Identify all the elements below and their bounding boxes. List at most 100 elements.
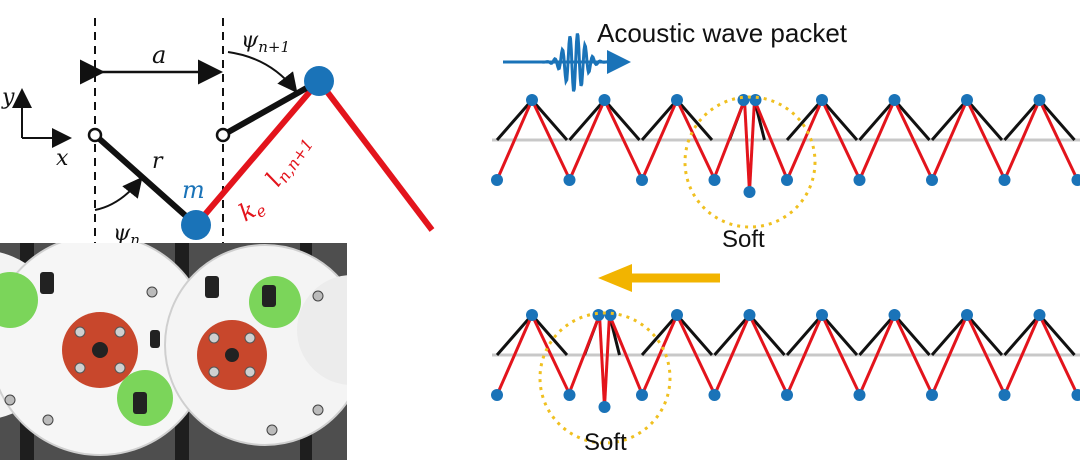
mass xyxy=(671,309,683,321)
rotor-arm xyxy=(675,314,714,356)
coupling-link xyxy=(530,314,572,396)
unit-cell-schematic: a y x r ψn ψn+1 m ke ln,n+1 xyxy=(1,18,435,249)
rotor-arm xyxy=(965,99,1004,141)
mass xyxy=(592,309,605,321)
mass xyxy=(563,389,576,401)
coupling-link xyxy=(748,99,756,193)
mass xyxy=(636,389,648,401)
coupling-link xyxy=(598,314,606,408)
mass xyxy=(526,309,538,321)
coupling-link xyxy=(495,99,534,181)
mass xyxy=(598,401,611,413)
mass-n1 xyxy=(304,66,334,96)
rotor-arm xyxy=(965,314,1004,356)
mass xyxy=(888,94,901,106)
mass xyxy=(926,389,938,401)
mass xyxy=(853,389,866,401)
wave-packet-icon xyxy=(503,33,631,92)
coupling-link xyxy=(675,314,717,396)
pivot-n xyxy=(87,127,103,143)
label-r: r xyxy=(152,149,164,174)
mass xyxy=(671,94,683,106)
coupling-link xyxy=(603,314,611,408)
coupling-link xyxy=(712,99,746,181)
label-psi-n1: ψn+1 xyxy=(241,28,290,56)
axis-icon xyxy=(11,88,72,148)
rotor-arm xyxy=(603,99,641,141)
coupling-link xyxy=(640,314,679,396)
coupling-link xyxy=(858,99,896,181)
mass xyxy=(926,174,938,186)
rotor-arm xyxy=(713,314,751,356)
label-a: a xyxy=(152,41,166,69)
mass xyxy=(491,174,503,186)
pivot-n1 xyxy=(215,127,231,143)
coupling-link xyxy=(1003,99,1041,181)
rotor-arm xyxy=(675,99,714,141)
coupling-link xyxy=(530,99,572,181)
coupling-link xyxy=(640,99,679,181)
coupling-link xyxy=(743,99,751,193)
rotor-arm xyxy=(495,99,534,141)
mass xyxy=(998,389,1011,401)
mass xyxy=(749,94,762,106)
mass xyxy=(743,309,756,321)
rotor-arm xyxy=(858,314,896,356)
rotor-arm xyxy=(1038,314,1076,356)
rotor-arm xyxy=(785,99,824,141)
coupling-link xyxy=(753,99,789,181)
axis-x-label: x xyxy=(56,146,69,171)
coupling-link xyxy=(1003,314,1041,396)
rotor-arm-n xyxy=(92,132,199,228)
wave-packet-label: Acoustic wave packet xyxy=(597,18,848,48)
mass xyxy=(743,186,756,198)
coupling-link xyxy=(193,79,322,227)
coupling-link xyxy=(893,99,934,181)
mass xyxy=(853,174,866,186)
green-pad-1 xyxy=(0,272,38,328)
label-m: m xyxy=(182,176,205,204)
coupling-link xyxy=(785,314,824,396)
coupling-link xyxy=(965,99,1007,181)
rotor-arm xyxy=(1003,314,1041,356)
mass xyxy=(737,94,750,106)
mass xyxy=(1033,94,1046,106)
mass xyxy=(816,94,828,106)
coupling-link xyxy=(858,314,896,396)
soft-label-top: Soft xyxy=(722,226,765,253)
soft-region-top xyxy=(683,95,817,229)
coupling-link xyxy=(567,314,601,396)
rotor-arm xyxy=(930,314,969,356)
rotor-arm xyxy=(530,99,569,141)
rotor-arm xyxy=(820,99,859,141)
direction-arrow-icon xyxy=(598,264,720,292)
mass-n xyxy=(181,210,211,240)
rotor-arm xyxy=(858,99,896,141)
coupling-link xyxy=(748,314,789,396)
coupling-link xyxy=(713,314,751,396)
mass xyxy=(781,174,793,186)
rotor-arm xyxy=(785,314,824,356)
coupling-link xyxy=(608,314,644,396)
coupling-link xyxy=(893,314,934,396)
coupling-link xyxy=(603,99,644,181)
chain-bottom xyxy=(491,309,1080,413)
mass xyxy=(598,94,611,106)
coupling-link xyxy=(675,99,717,181)
rotor-arm xyxy=(640,314,679,356)
rotor-arm xyxy=(1003,99,1041,141)
angle-arc-n xyxy=(94,176,143,211)
prototype-photo xyxy=(0,243,347,460)
label-psi-n: ψn xyxy=(113,221,140,249)
mass xyxy=(563,174,576,186)
mass xyxy=(816,309,828,321)
mass xyxy=(1071,389,1080,401)
label-ke: ke xyxy=(234,191,270,229)
mass xyxy=(1033,309,1046,321)
mass xyxy=(636,174,648,186)
angle-arc-n1 xyxy=(227,51,298,94)
rotor-arm xyxy=(530,314,569,356)
coupling-link xyxy=(785,99,824,181)
wave-propagation-panel: Acoustic wave packet Soft Soft xyxy=(491,18,1080,456)
